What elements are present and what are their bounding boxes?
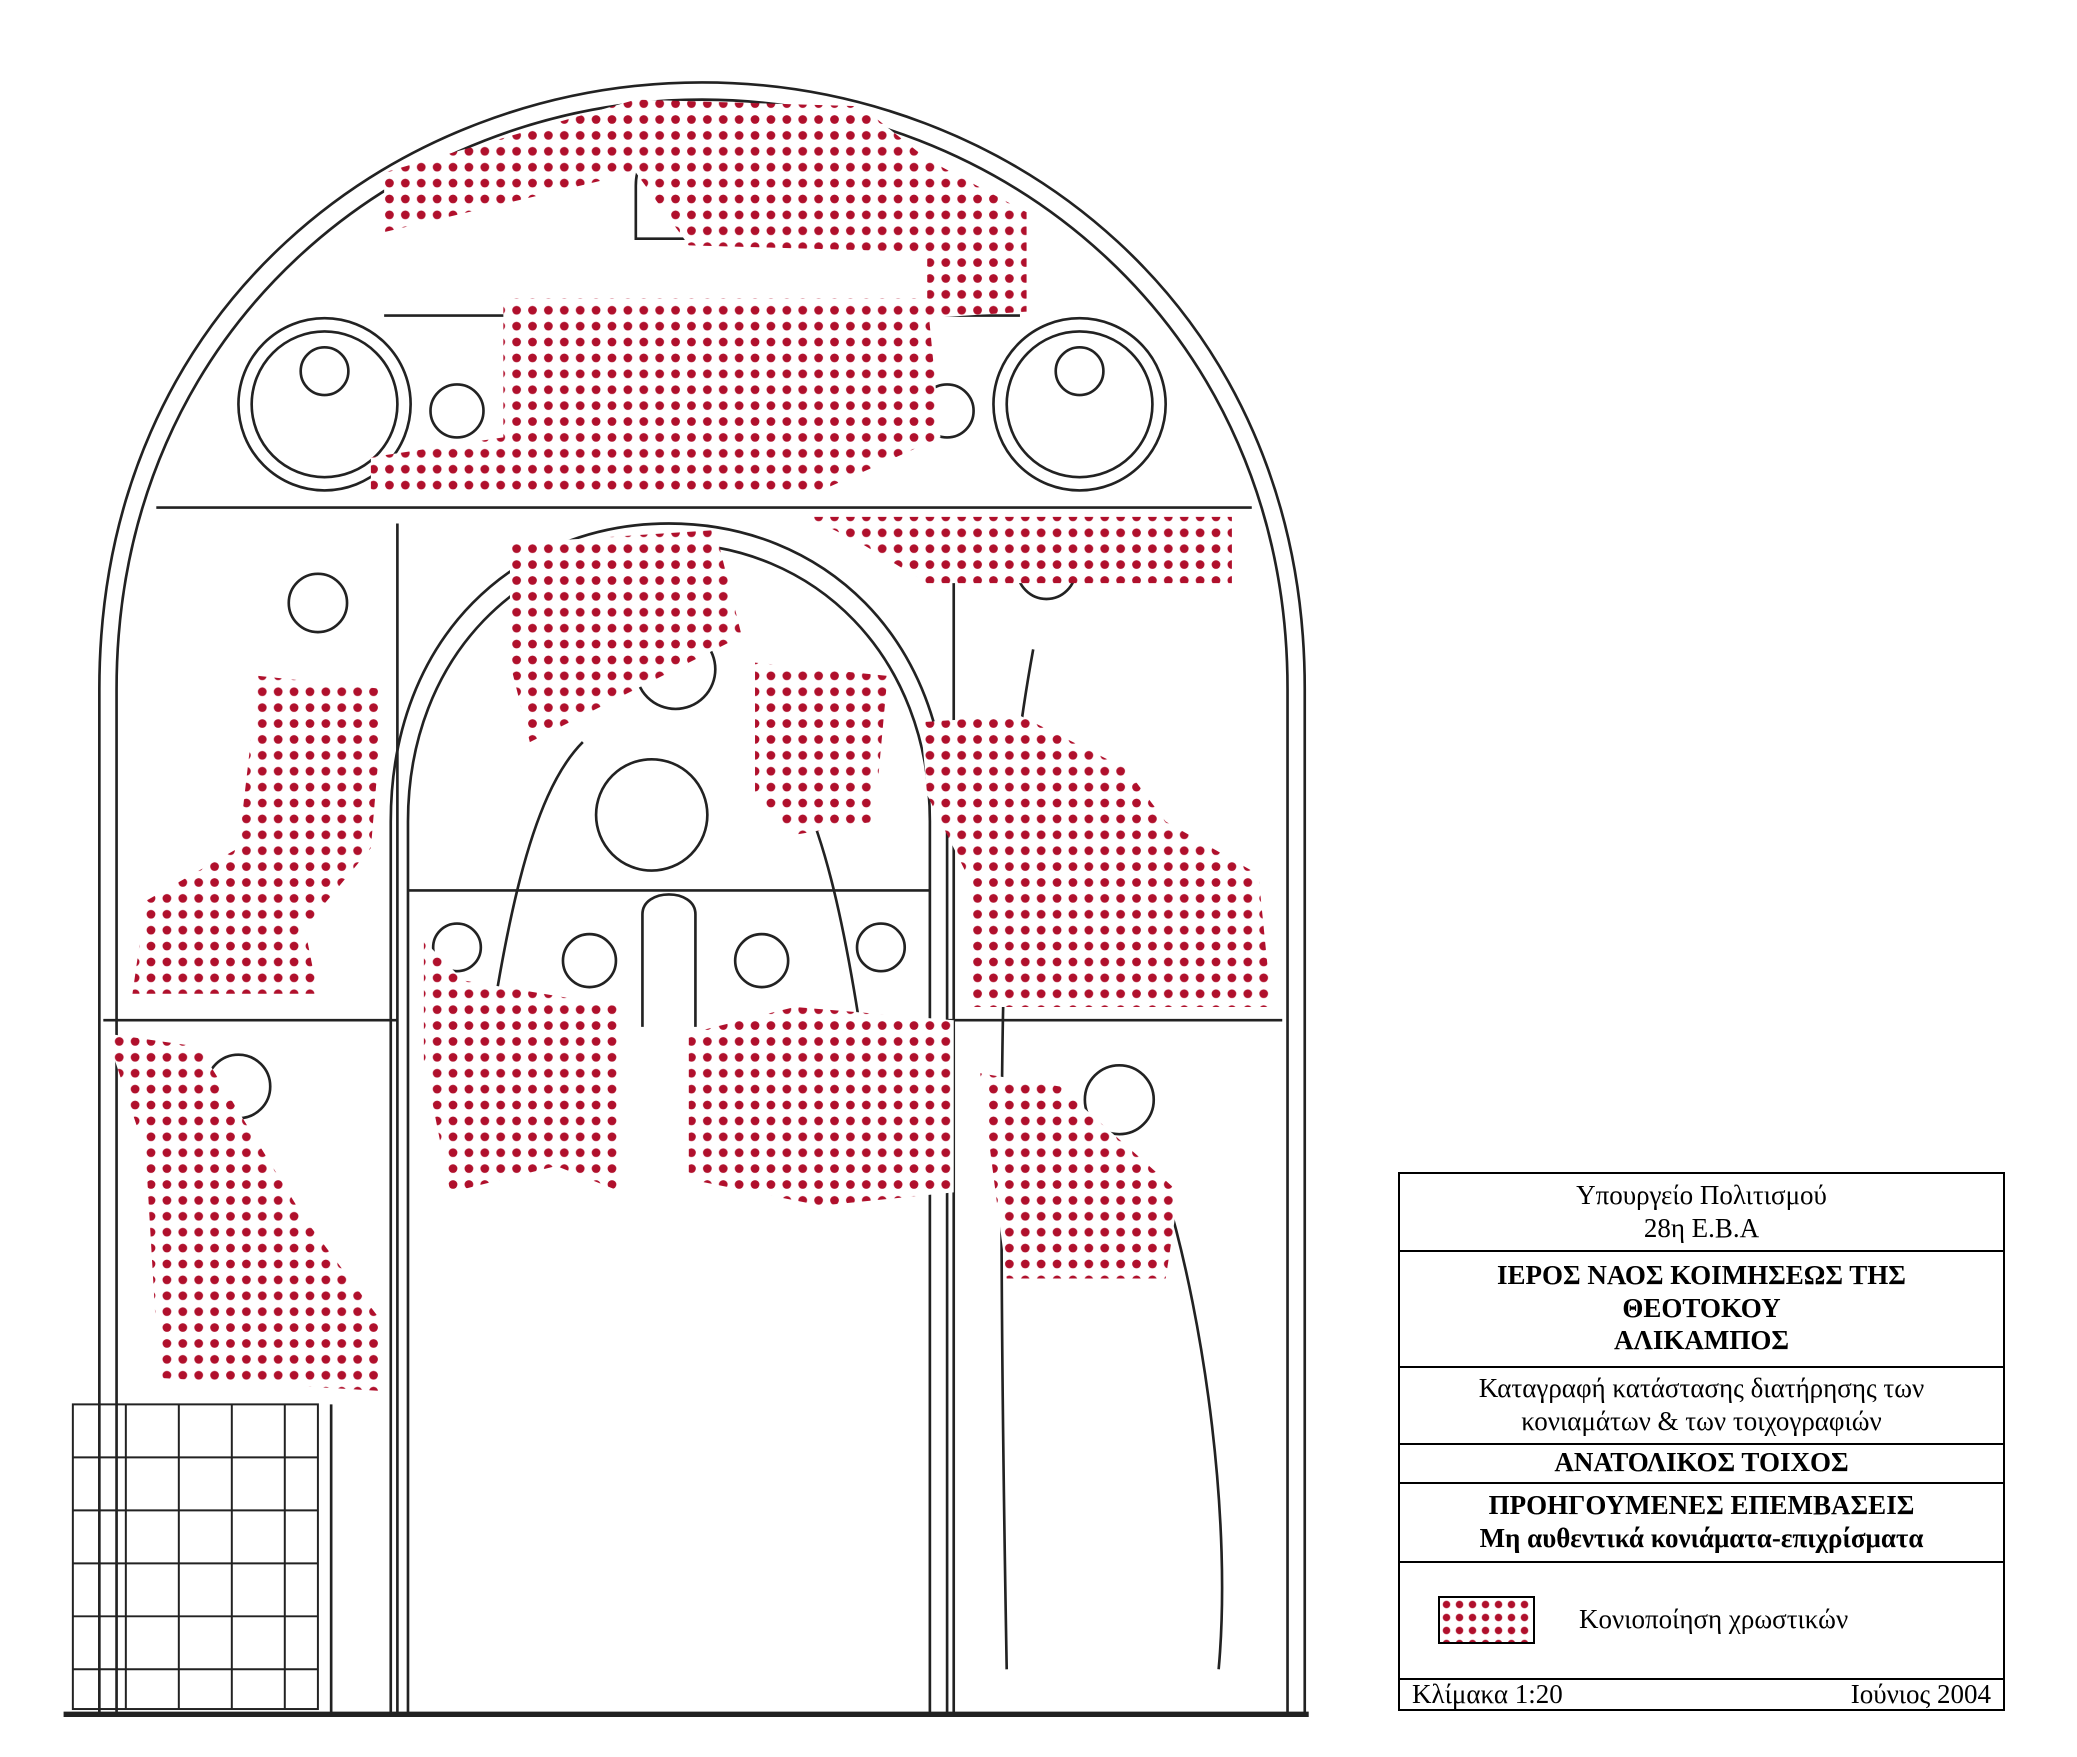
pigment-powdering-areas <box>105 99 1272 1392</box>
description-row: Καταγραφή κατάστασης διατήρησης των κονι… <box>1400 1366 2003 1445</box>
church-line2: ΘΕΟΤΟΚΟΥ <box>1622 1292 1781 1323</box>
subject-line1: ΠΡΟΗΓΟΥΜΕΝΕΣ ΕΠΕΜΒΑΣΕΙΣ <box>1488 1489 1915 1520</box>
date: Ιούνιος 2004 <box>1850 1679 1991 1710</box>
wall-row: ΑΝΑΤΟΛΙΚΟΣ ΤΟΙΧΟΣ <box>1400 1443 2003 1484</box>
legacy-plaster-grid <box>71 1403 319 1711</box>
wall-title: ΑΝΑΤΟΛΙΚΟΣ ΤΟΙΧΟΣ <box>1554 1447 1849 1478</box>
dotted-area <box>384 99 1027 319</box>
dotted-area <box>755 662 888 835</box>
dotted-area <box>132 675 385 994</box>
dotted-area <box>920 715 1272 1007</box>
dotted-area <box>688 1006 954 1206</box>
title-block-legend: Υπουργείο Πολιτισμού 28η Ε.Β.Α ΙΕΡΟΣ ΝΑΟ… <box>1398 1172 2005 1711</box>
dotted-area <box>105 1033 385 1392</box>
dotted-area <box>423 940 623 1193</box>
subject-line2: Μη αυθεντικά κονιάματα-επιχρίσματα <box>1479 1522 1924 1553</box>
church-row: ΙΕΡΟΣ ΝΑΟΣ ΚΟΙΜΗΣΕΩΣ ΤΗΣ ΘΕΟΤΟΚΟΥ ΑΛΙΚΑΜ… <box>1400 1250 2003 1368</box>
footer-row: Κλίμακα 1:20 Ιούνιος 2004 <box>1400 1678 2003 1711</box>
dotted-area <box>509 530 742 743</box>
ministry-row: Υπουργείο Πολιτισμού 28η Ε.Β.Α <box>1400 1174 2003 1252</box>
dotted-area <box>980 1073 1179 1279</box>
dot-pattern-swatch <box>1438 1595 1535 1644</box>
description-line2: κονιαμάτων & των τοιχογραφιών <box>1521 1405 1882 1436</box>
ministry: Υπουργείο Πολιτισμού <box>1576 1180 1827 1211</box>
location: ΑΛΙΚΑΜΠΟΣ <box>1614 1325 1789 1356</box>
description-line1: Καταγραφή κατάστασης διατήρησης των <box>1478 1372 1925 1403</box>
subject-row: ΠΡΟΗΓΟΥΜΕΝΕΣ ΕΠΕΜΒΑΣΕΙΣ Μη αυθεντικά κον… <box>1400 1482 2003 1563</box>
key-row: Κονιοποίηση χρωστικών <box>1400 1561 2003 1680</box>
dotted-area <box>370 298 941 491</box>
key-label: Κονιοποίηση χρωστικών <box>1579 1604 1849 1635</box>
dotted-area <box>808 516 1232 584</box>
ephorate: 28η Ε.Β.Α <box>1643 1213 1760 1243</box>
church-line1: ΙΕΡΟΣ ΝΑΟΣ ΚΟΙΜΗΣΕΩΣ ΤΗΣ <box>1497 1259 1906 1290</box>
scale: Κλίμακα 1:20 <box>1412 1679 1563 1710</box>
